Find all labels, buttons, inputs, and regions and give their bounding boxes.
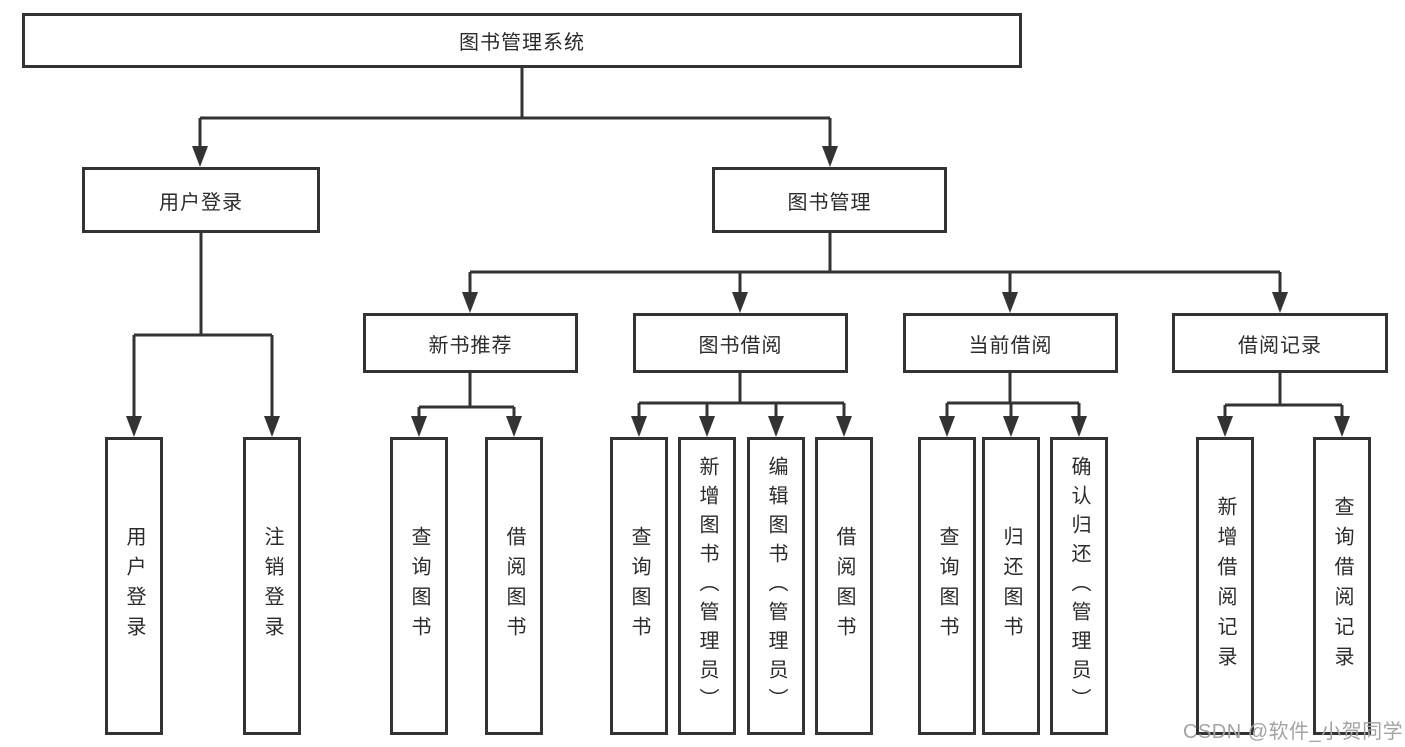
leaf-query-borrow-record: 查询借阅记录	[1313, 437, 1371, 735]
leaf-query-books-recommend-label: 查询图书	[408, 526, 430, 646]
leaf-query-books-current: 查询图书	[918, 437, 976, 735]
leaf-borrow-books-recommend-label: 借阅图书	[503, 526, 525, 646]
leaf-borrow-books: 借阅图书	[815, 437, 873, 735]
leaf-add-borrow-record: 新增借阅记录	[1196, 437, 1254, 735]
leaf-logout-label: 注销登录	[261, 526, 283, 646]
node-borrow-records: 借阅记录	[1172, 313, 1388, 373]
leaf-logout: 注销登录	[243, 437, 301, 735]
node-book-borrow: 图书借阅	[633, 313, 848, 373]
node-user-login: 用户登录	[82, 167, 320, 233]
node-new-book-recommend: 新书推荐	[363, 313, 578, 373]
leaf-return-books: 归还图书	[982, 437, 1040, 735]
leaf-query-books-current-label: 查询图书	[936, 526, 958, 646]
csdn-watermark: CSDN @软件_小贺同学	[1183, 721, 1404, 743]
leaf-borrow-books-label: 借阅图书	[833, 526, 855, 646]
leaf-query-books-borrow-label: 查询图书	[628, 526, 650, 646]
leaf-add-borrow-record-label: 新增借阅记录	[1214, 496, 1236, 676]
node-current-borrow: 当前借阅	[903, 313, 1118, 373]
node-root-system: 图书管理系统	[22, 13, 1022, 68]
leaf-edit-book-admin-label: 编辑图书（管理员）	[765, 455, 787, 717]
leaf-user-login: 用户登录	[105, 437, 163, 735]
leaf-query-books-borrow: 查询图书	[610, 437, 668, 735]
leaf-edit-book-admin: 编辑图书（管理员）	[747, 437, 805, 735]
leaf-confirm-return-admin-label: 确认归还（管理员）	[1068, 455, 1090, 717]
node-book-management: 图书管理	[712, 167, 947, 233]
leaf-query-books-recommend: 查询图书	[390, 437, 448, 735]
leaf-query-borrow-record-label: 查询借阅记录	[1331, 496, 1353, 676]
leaf-add-book-admin: 新增图书（管理员）	[678, 437, 736, 735]
leaf-add-book-admin-label: 新增图书（管理员）	[696, 455, 718, 717]
leaf-confirm-return-admin: 确认归还（管理员）	[1050, 437, 1108, 735]
leaf-user-login-label: 用户登录	[123, 526, 145, 646]
leaf-return-books-label: 归还图书	[1000, 526, 1022, 646]
leaf-borrow-books-recommend: 借阅图书	[485, 437, 543, 735]
